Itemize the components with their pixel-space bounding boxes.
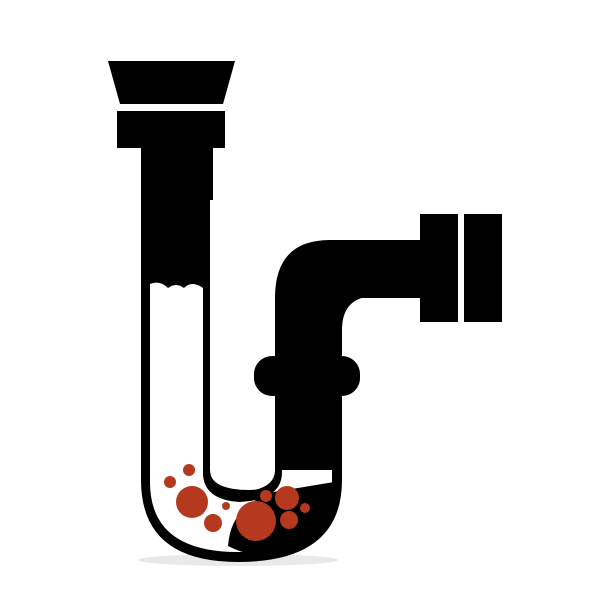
debris-bubble xyxy=(300,503,310,513)
debris-bubble xyxy=(176,486,208,518)
debris-bubble xyxy=(275,486,299,510)
trap-arm xyxy=(330,240,426,298)
debris-bubble xyxy=(280,511,298,529)
debris-group xyxy=(164,464,310,541)
debris-bubble xyxy=(183,464,195,476)
water-fill xyxy=(150,282,332,552)
slip-nut-coupling xyxy=(254,356,360,396)
wall-flange-inner xyxy=(420,214,458,322)
debris-bubble xyxy=(222,502,230,510)
drain-flange-top xyxy=(108,61,235,104)
drain-flange-ring xyxy=(117,111,225,148)
debris-bubble xyxy=(260,490,272,502)
trap-inner-bend xyxy=(203,148,282,502)
debris-bubble xyxy=(204,514,222,532)
debris-bubble xyxy=(236,501,276,541)
wall-flange-outer xyxy=(464,214,502,322)
debris-bubble xyxy=(164,476,176,488)
